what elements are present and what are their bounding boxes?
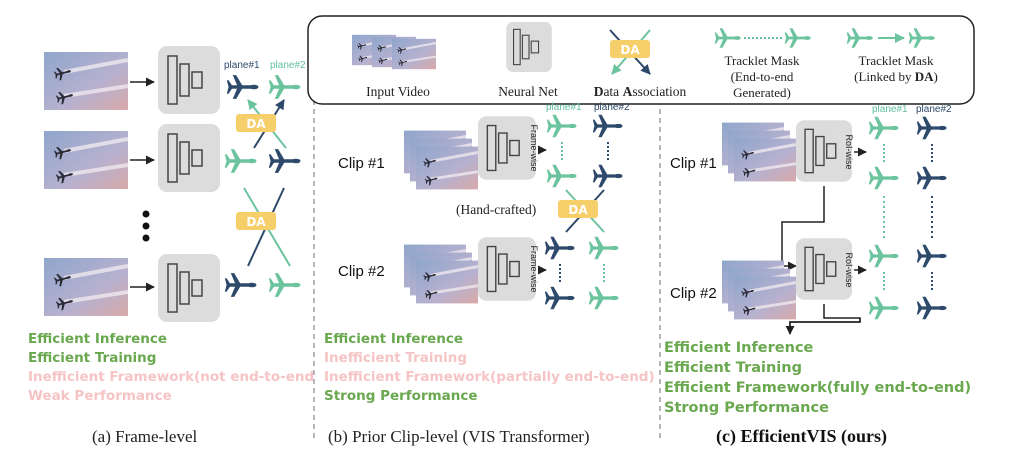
- neural-net: [158, 124, 220, 192]
- neural-net: [478, 236, 536, 302]
- clip1-label: Clip #1: [670, 155, 717, 172]
- plane-mask-mint: [868, 244, 899, 268]
- clip-frame: [416, 261, 478, 304]
- frame-thumbnail: [44, 131, 128, 189]
- property-line: Efficient Training: [664, 360, 802, 376]
- frame-thumbnail: [44, 258, 128, 316]
- plane-mask-navy: [916, 116, 947, 140]
- property-line: Efficient Training: [28, 350, 157, 366]
- legend-tracklet-e2e-line3: Generated): [733, 85, 791, 100]
- legend-data-association-label: Data Association: [594, 84, 687, 99]
- property-line: Inefficient Training: [324, 350, 468, 366]
- plane1-label: plane#1: [872, 104, 908, 115]
- clip1-label: Clip #1: [338, 155, 385, 172]
- property-line: Efficient Inference: [664, 340, 814, 356]
- clip2-label: Clip #2: [338, 263, 385, 280]
- plane-mask-mint: [546, 114, 577, 138]
- plane1-label: plane#1: [546, 102, 582, 113]
- property-line: Weak Performance: [28, 388, 172, 404]
- plane2-label: plane#2: [270, 60, 306, 71]
- plane-mask-navy: [268, 149, 301, 173]
- plane-mask-navy: [592, 164, 623, 188]
- da-badge: DA: [246, 117, 266, 131]
- plane-mask-mint: [588, 236, 619, 260]
- plane-mask-mint: [868, 166, 899, 190]
- frame-wise-label: Frame-wise: [529, 245, 539, 292]
- clip-link-arrow: [781, 186, 825, 271]
- caption-prior-clip-level: (b) Prior Clip-level (VIS Transformer): [328, 427, 590, 446]
- neural-net: [158, 46, 220, 114]
- property-line: Efficient Framework(fully end-to-end): [664, 380, 972, 396]
- property-line: Strong Performance: [664, 400, 829, 416]
- legend-data-association-icon: DA: [609, 29, 651, 75]
- hand-crafted-label: (Hand-crafted): [456, 202, 536, 217]
- plane-mask-mint: [546, 164, 577, 188]
- frame-thumbnail: [44, 52, 128, 110]
- property-line: Inefficient Framework(not end-to-end: [28, 369, 315, 385]
- legend-tracklet-e2e-line2: (End-to-end: [731, 69, 794, 84]
- plane-mask-navy: [916, 166, 947, 190]
- caption-efficientvis: (c) EfficientVIS (ours): [716, 426, 887, 446]
- property-line: Inefficient Framework(partially end-to-e…: [324, 369, 655, 385]
- plane-mask-mint: [268, 273, 301, 297]
- plane-mask-navy: [916, 244, 947, 268]
- legend-neural-net-icon: [506, 22, 552, 72]
- neural-net: [478, 115, 536, 181]
- clip2-label: Clip #2: [670, 285, 717, 302]
- da-badge: DA: [246, 215, 266, 229]
- legend-neural-net-label: Neural Net: [498, 84, 558, 99]
- legend-da-badge: DA: [620, 43, 640, 57]
- plane-mask-navy: [544, 286, 575, 310]
- panel-efficientvis: Clip #1 RoI-wise plane#1 plane#2 Clip #2…: [670, 104, 952, 335]
- plane2-label: plane#2: [594, 102, 630, 113]
- output-connector: [789, 304, 861, 334]
- plane-mask-mint: [224, 149, 257, 173]
- plane-mask-navy: [226, 75, 259, 99]
- legend-tracklet-da-line2: (Linked by DA): [854, 69, 938, 84]
- ellipsis-dot: [142, 222, 150, 230]
- plane-mask-mint: [868, 296, 899, 320]
- legend-input-video-label: Input Video: [366, 84, 430, 99]
- neural-net: [796, 119, 852, 183]
- legend-input-video-icon: [352, 35, 436, 69]
- legend-tracklet-da-icon: [846, 28, 935, 48]
- plane2-label: plane#2: [916, 104, 952, 115]
- clip-frame: [734, 139, 796, 182]
- ellipsis-dot: [142, 210, 150, 218]
- plane1-label: plane#1: [224, 60, 260, 71]
- ellipsis-dot: [142, 234, 150, 242]
- panel-frame-level: plane#1 plane#2 DA DA: [44, 46, 306, 322]
- plane-mask-navy: [916, 296, 947, 320]
- clip-frame: [416, 147, 478, 190]
- neural-net: [158, 254, 220, 322]
- plane-mask-navy: [544, 236, 575, 260]
- panel-prior-clip-level: Clip #1 Frame-wise plane#1 plane#2 DA (H…: [338, 102, 630, 310]
- legend-tracklet-e2e-line1: Tracklet Mask: [725, 53, 800, 68]
- property-line: Efficient Inference: [28, 331, 168, 347]
- plane-mask-mint: [588, 286, 619, 310]
- roi-wise-label: RoI-wise: [844, 134, 854, 169]
- roi-wise-label: RoI-wise: [844, 252, 854, 287]
- da-badge: DA: [568, 203, 588, 217]
- frame-wise-label: Frame-wise: [529, 124, 539, 171]
- plane-mask-navy: [224, 273, 257, 297]
- property-line: Strong Performance: [324, 388, 478, 404]
- legend: Input Video Neural Net DA Data Associati…: [307, 15, 975, 105]
- plane-mask-mint: [868, 116, 899, 140]
- plane-mask-navy: [592, 114, 623, 138]
- legend-tracklet-da-line1: Tracklet Mask: [859, 53, 934, 68]
- plane-mask-mint: [268, 75, 301, 99]
- neural-net: [796, 237, 852, 301]
- caption-frame-level: (a) Frame-level: [92, 427, 198, 446]
- clip-frame: [734, 277, 796, 320]
- property-line: Efficient Inference: [324, 331, 464, 347]
